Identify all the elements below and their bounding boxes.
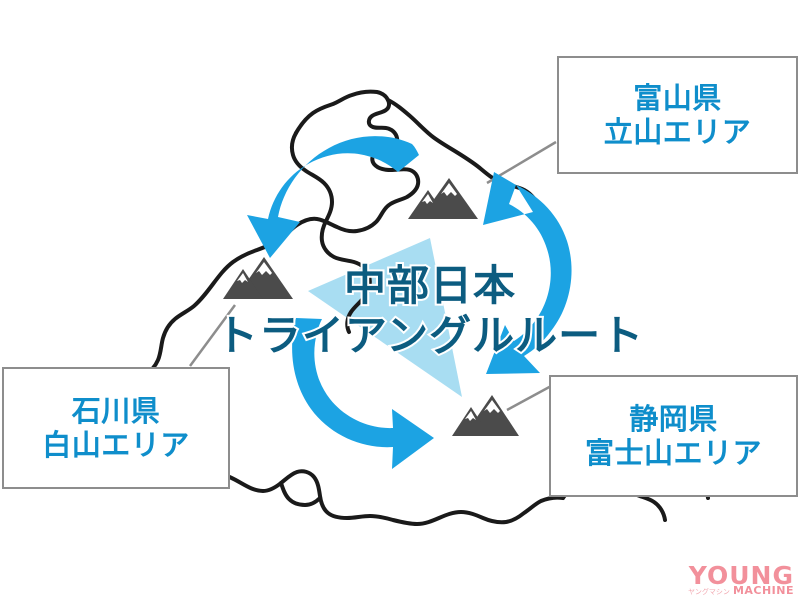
mountain-icon-fujisan [452,395,519,436]
leader-line-ishikawa [188,304,237,367]
callout-ishikawa[interactable]: 石川県 白山エリア [2,367,230,489]
callout-shizuoka[interactable]: 静岡県 富士山エリア [549,375,798,497]
young-machine-logo: YOUNG ヤングマシン MACHINE [688,563,794,596]
callout-ishikawa-prefecture: 石川県 [71,393,161,428]
arrow-toyama-to-ishikawa [247,136,419,258]
callout-toyama-prefecture: 富山県 [633,80,722,115]
logo-sub-text: MACHINE [732,584,794,597]
logo-kana-text: ヤングマシン [687,588,730,596]
callout-shizuoka-prefecture: 静岡県 [629,401,718,436]
leader-line-shizuoka [506,383,554,412]
mountain-icon-tateyama [408,178,478,219]
logo-sub-row: ヤングマシン MACHINE [688,585,794,596]
callout-toyama-area: 立山エリア [603,115,752,149]
arrow-ishikawa-to-shizuoka [292,318,434,469]
route-triangle [308,238,462,397]
callout-shizuoka-area: 富士山エリア [584,436,762,470]
logo-main-text: YOUNG [688,561,794,590]
mountain-icon-hakusan [223,257,293,299]
callout-toyama[interactable]: 富山県 立山エリア [557,56,798,174]
arrow-shizuoka-to-toyama [483,172,572,374]
callout-ishikawa-area: 白山エリア [42,428,190,462]
